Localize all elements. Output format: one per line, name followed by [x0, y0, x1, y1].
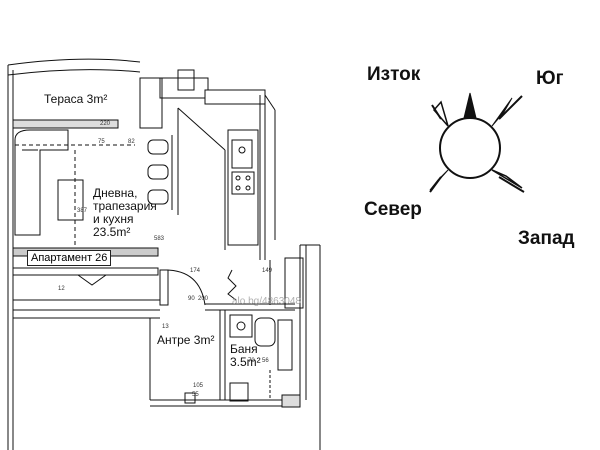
dim-200: 200 [198, 296, 209, 302]
living-line-2: трапезария [93, 199, 157, 213]
living-room-label: Дневна, трапезария и кухня 23.5m² [93, 187, 157, 239]
living-area: 23.5m² [93, 225, 131, 239]
dim-105: 105 [193, 383, 204, 389]
dim-13: 13 [162, 324, 169, 330]
dim-70: 70 [248, 358, 255, 364]
dim-90: 90 [188, 296, 195, 302]
dim-583: 583 [154, 236, 165, 242]
dim-220: 220 [100, 121, 111, 127]
compass-west-label: Запад [518, 228, 575, 249]
compass-north-label: Север [364, 199, 422, 220]
dim-75: 75 [98, 139, 105, 145]
dim-387: 387 [77, 208, 88, 214]
dim-149: 149 [262, 268, 273, 274]
hall-label: Антре 3m² [157, 333, 215, 347]
bath-area: 3.5m² [230, 355, 261, 369]
compass-south-label: Юг [536, 68, 564, 89]
bath-line-1: Баня [230, 342, 258, 356]
dim-174: 174 [190, 268, 201, 274]
dim-82: 82 [128, 139, 135, 145]
living-line-1: Дневна, [93, 186, 138, 200]
terrace-label: Тераса 3m² [44, 92, 108, 106]
bath-label: Баня 3.5m² [230, 343, 261, 369]
dim-56: 56 [262, 358, 269, 364]
compass-east-label: Изток [367, 64, 421, 85]
living-line-3: и кухня [93, 212, 134, 226]
watermark-text: alo.bg/4863048 [232, 296, 301, 307]
dim-55: 55 [192, 392, 199, 398]
dim-12: 12 [58, 286, 65, 292]
apartment-label: Апартамент 26 [27, 250, 112, 266]
